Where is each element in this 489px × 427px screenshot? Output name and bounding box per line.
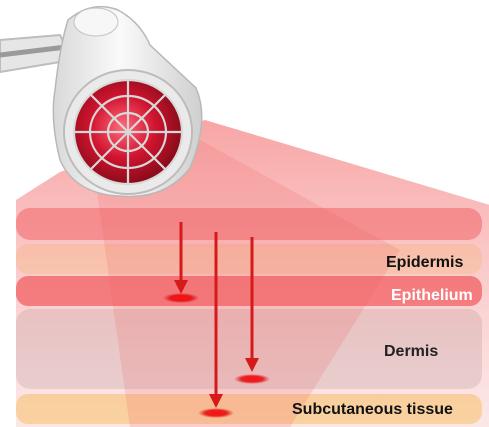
label-dermis: Dermis (384, 343, 439, 360)
arrow-epithelium (174, 222, 188, 294)
light-beam-core (95, 140, 400, 427)
lamp-cap (73, 7, 119, 37)
hotspot-dermis (234, 374, 270, 384)
label-subcutaneous-tissue: Subcutaneous tissue (292, 401, 453, 418)
lamp-guard-wires (72, 78, 184, 186)
arrow-subcutaneous (209, 232, 223, 408)
label-epidermis: Epidermis (386, 254, 464, 271)
arrow-dermis (245, 237, 259, 372)
lamp-arm-rod (0, 44, 69, 58)
label-epithelium: Epithelium (391, 287, 473, 304)
hotspot-subcutaneous (198, 408, 234, 418)
hotspot-epithelium (163, 293, 199, 303)
